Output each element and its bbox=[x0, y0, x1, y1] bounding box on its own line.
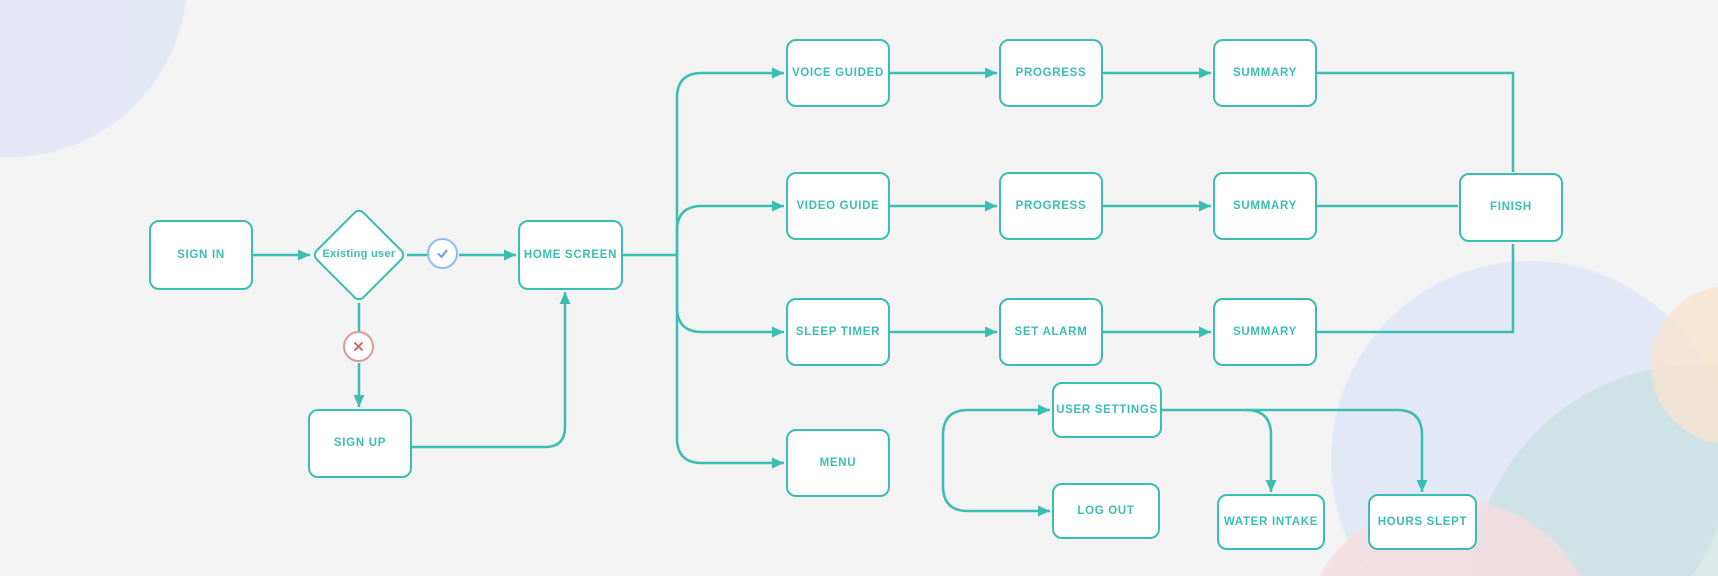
node-finish: FINISH bbox=[1459, 173, 1563, 242]
edge-trunk-sleeptimer bbox=[675, 255, 784, 338]
edge-summary1-finish bbox=[1317, 71, 1515, 172]
node-user-settings-label: USER SETTINGS bbox=[1056, 403, 1158, 416]
node-home-screen-label: HOME SCREEN bbox=[523, 248, 618, 261]
check-circle-icon bbox=[427, 238, 458, 269]
edge-signup-homescreen bbox=[412, 292, 571, 449]
node-voice-guided: VOICE GUIDED bbox=[786, 39, 890, 107]
node-summary-sleep: SUMMARY bbox=[1213, 298, 1317, 366]
node-sleep-timer: SLEEP TIMER bbox=[786, 298, 890, 366]
edge-usersettings-hoursslept bbox=[1162, 408, 1428, 492]
node-hours-slept: HOURS SLEPT bbox=[1368, 494, 1477, 550]
edge-trunk-menu bbox=[675, 255, 784, 469]
node-progress-video: PROGRESS bbox=[999, 172, 1103, 240]
node-existing-user-label: Existing user bbox=[322, 248, 396, 260]
node-water-intake-label: WATER INTAKE bbox=[1223, 515, 1319, 528]
node-log-out-label: LOG OUT bbox=[1077, 504, 1135, 517]
node-hours-slept-label: HOURS SLEPT bbox=[1377, 515, 1468, 528]
node-progress-voice: PROGRESS bbox=[999, 39, 1103, 107]
node-sleep-timer-label: SLEEP TIMER bbox=[795, 325, 881, 338]
edge-summary3-finish bbox=[1317, 244, 1515, 334]
node-summary-voice-label: SUMMARY bbox=[1233, 66, 1297, 79]
node-summary-voice: SUMMARY bbox=[1213, 39, 1317, 107]
node-set-alarm-label: SET ALARM bbox=[1014, 325, 1088, 338]
node-video-guide: VIDEO GUIDE bbox=[786, 172, 890, 240]
cross-icon bbox=[354, 342, 363, 351]
edge-stub-usersettings bbox=[941, 404, 1050, 486]
edge-trunk-videoguide bbox=[675, 200, 784, 255]
node-water-intake: WATER INTAKE bbox=[1217, 494, 1325, 550]
node-video-guide-label: VIDEO GUIDE bbox=[796, 199, 880, 212]
edge-stub-logout bbox=[941, 485, 1050, 517]
check-icon bbox=[437, 249, 448, 258]
node-finish-label: FINISH bbox=[1490, 201, 1532, 214]
node-progress-video-label: PROGRESS bbox=[1015, 199, 1087, 212]
node-summary-video: SUMMARY bbox=[1213, 172, 1317, 240]
cross-circle-icon bbox=[343, 331, 374, 362]
node-summary-video-label: SUMMARY bbox=[1233, 199, 1297, 212]
edge-trunk-voiceguided bbox=[675, 67, 784, 255]
node-voice-guided-label: VOICE GUIDED bbox=[791, 66, 885, 79]
node-set-alarm: SET ALARM bbox=[999, 298, 1103, 366]
node-sign-up: SIGN UP bbox=[308, 409, 412, 478]
node-progress-voice-label: PROGRESS bbox=[1015, 66, 1087, 79]
node-home-screen: HOME SCREEN bbox=[518, 220, 623, 290]
node-log-out: LOG OUT bbox=[1052, 483, 1160, 539]
node-menu: MENU bbox=[786, 429, 890, 497]
node-user-settings: USER SETTINGS bbox=[1052, 382, 1162, 438]
edge-usersettings-waterintake bbox=[1245, 408, 1277, 492]
node-sign-up-label: SIGN UP bbox=[333, 437, 387, 450]
node-sign-in: SIGN IN bbox=[149, 220, 253, 290]
node-summary-sleep-label: SUMMARY bbox=[1233, 325, 1297, 338]
node-menu-label: MENU bbox=[819, 456, 857, 469]
node-sign-in-label: SIGN IN bbox=[177, 248, 225, 261]
